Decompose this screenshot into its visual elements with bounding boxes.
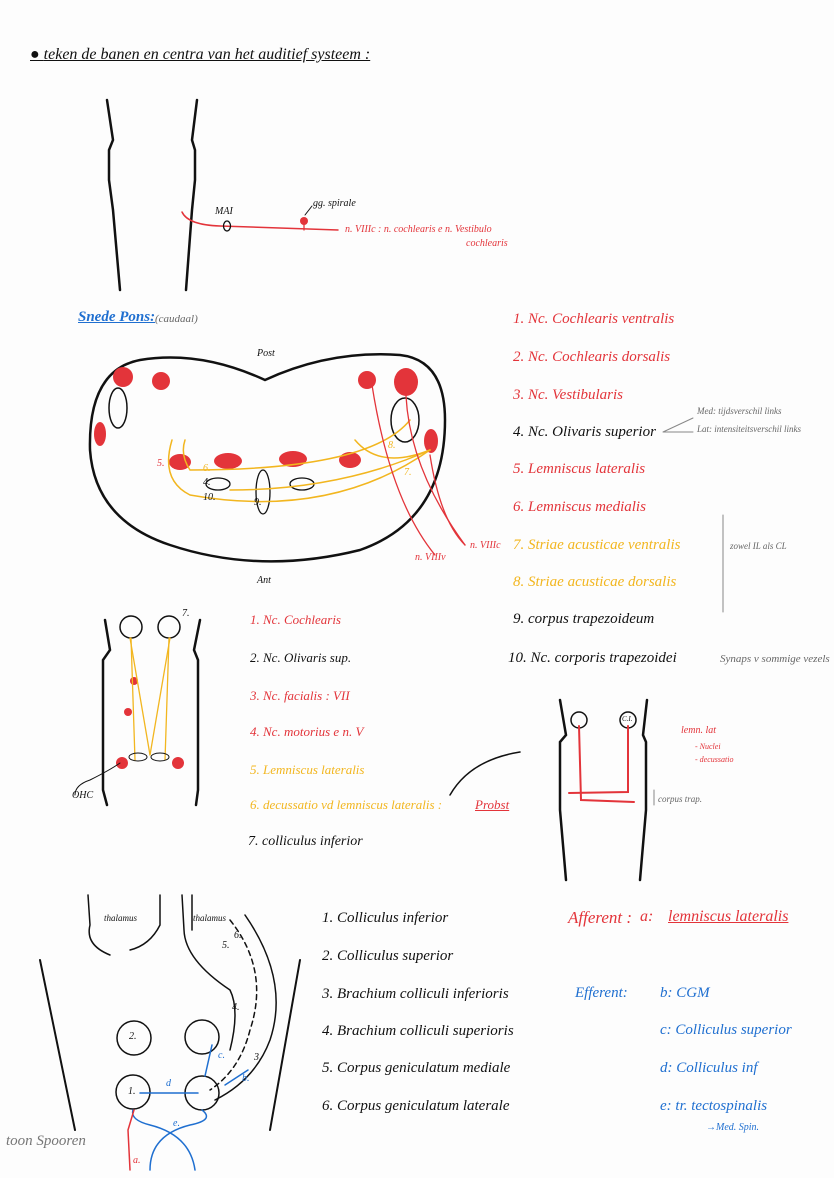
ganglion-label: gg. spirale [313,198,356,209]
label-d: d [166,1078,171,1089]
pons-label-9: 9. [254,497,262,508]
legend-item: 8. Striae acusticae dorsalis [513,574,677,590]
efferent-item: b: CGM [660,985,710,1001]
label-1: 1. [128,1086,136,1097]
nerve-label-2: cochlearis [466,238,508,249]
efferent-label: Efferent: [575,985,628,1001]
legend-item: 5. Corpus geniculatum mediale [322,1060,511,1076]
legend-item: 9. corpus trapezoideum [513,611,655,627]
efferent-sub: →Med. Spin. [706,1122,760,1133]
brainstem-diagram [101,618,202,807]
efferent-item: d: Colliculus inf [660,1060,758,1076]
nuclei-label: - Nuclei [695,742,721,751]
label-2: 2. [129,1031,137,1042]
lemn-label: lemn. lat [681,725,716,736]
label-e: e. [173,1118,180,1129]
thalamus-right: thalamus [193,913,227,923]
legend-item: 4. Nc. Olivaris superior [513,424,656,440]
label-6: 6. [234,930,242,941]
legend-item: 3. Nc. Vestibularis [513,387,624,403]
mai-label: MAI [215,206,233,217]
legend-item: 3. Brachium colliculi inferioris [322,986,509,1002]
legend-item: 6. Corpus geniculatum laterale [322,1098,510,1114]
thalamus-left: thalamus [104,913,138,923]
label-3: 3. [254,1052,262,1063]
pons-heading: Snede Pons: [78,309,156,325]
legend-item: 2. Nc. Cochlearis dorsalis [513,349,671,365]
top-label-7: 7. [182,608,190,619]
pons-label-4: 4. [203,477,211,488]
legend-item: 6. Lemniscus medialis [513,499,646,515]
midbrain-diagram [39,894,301,1131]
n8v-label: n. VIIIv [415,552,446,563]
afferent-text: lemniscus lateralis [668,908,789,925]
efferent-item: e: tr. tectospinalis [660,1098,768,1114]
ohc-label: OHC [72,790,94,801]
label-5: 5. [222,940,230,951]
title-text: teken de banen en centra van het auditie… [43,46,371,63]
n8c-label: n. VIIIc [470,540,501,551]
legend-item: 7. colliculus inferior [248,834,363,849]
legend-item: 1. Nc. Cochlearis ventralis [513,311,675,327]
label-b: b. [242,1073,250,1084]
decussatio-label: - decussatio [695,755,734,764]
ear-diagram [105,98,199,292]
legend-item: 2. Colliculus superior [322,948,454,964]
post-label: Post [257,348,275,359]
legend-item: 4. Nc. motorius e n. V [250,724,364,739]
efferent-item: c: Colliculus superior [660,1022,792,1038]
cochlear-nerve [181,211,339,231]
synaps-note: Synaps v sommige vezels [720,653,830,665]
med-note: Med: tijdsverschil links [697,406,782,416]
pons-label-5: 5. [157,458,165,469]
label-c: c. [218,1050,225,1061]
legend-item: 1. Colliculus inferior [322,910,449,926]
afferent-a: a: [640,908,654,925]
probst-label: Probst [475,797,510,812]
corpus-trap-label: corpus trap. [658,794,703,804]
legend-item: 5. Lemniscus lateralis [250,762,365,777]
legend-item: 3. Nc. facialis : VII [250,688,350,703]
both-note: zowel IL als CL [730,541,787,551]
pons-label-7: 7. [404,467,412,478]
label-a: a. [133,1155,141,1166]
legend-item: 2. Nc. Olivaris sup. [250,650,352,665]
afferent-label: Afferent : [568,908,633,927]
pons-sub: (caudaal) [155,313,198,325]
legend-item: 1. Nc. Cochlearis [250,612,341,627]
ant-label: Ant [257,575,271,586]
legend-item: 6. decussatio vd lemniscus lateralis : [250,797,443,812]
lat-note: Lat: intensiteitsverschil links [697,424,801,434]
legend-item: 5. Lemniscus lateralis [513,461,646,477]
legend-item: 7. Striae acusticae ventralis [513,537,681,553]
ci-label: C.I. [622,715,633,723]
legend-item: 10. Nc. corporis trapezoidei [508,650,677,666]
legend-item: 4. Brachium colliculi superioris [322,1023,514,1039]
pons-label-8: 8. [388,440,396,451]
page-title: ● teken de banen en centra van het audit… [30,46,371,63]
author-signature: toon Spooren [6,1133,86,1149]
pons-label-6: 6. [203,463,211,474]
pons-label-10: 10. [203,492,216,503]
label-4: 4. [232,1002,240,1013]
nerve-label: n. VIIIc : n. cochlearis e n. Vestibulo [345,224,492,235]
pons-outline [88,353,447,563]
